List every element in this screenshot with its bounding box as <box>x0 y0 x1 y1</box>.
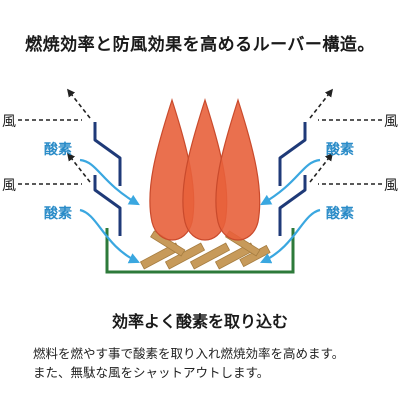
oxygen-label-right-bottom: 酸素 <box>326 205 354 222</box>
wind-arrows <box>18 88 382 185</box>
louver-diagram: 風 風 風 風 酸素 酸素 酸素 酸素 <box>2 88 398 274</box>
oxygen-arrows <box>79 158 321 264</box>
wind-label-left-bottom: 風 <box>2 178 16 194</box>
flame-right <box>215 98 261 241</box>
wind-label-right-bottom: 風 <box>384 178 398 194</box>
firebox <box>105 228 295 274</box>
wood-logs <box>139 230 271 270</box>
page-title: 燃焼効率と防風効果を高めるルーバー構造。 <box>25 35 375 55</box>
wind-label-left-top: 風 <box>2 114 16 130</box>
louver-right <box>278 122 307 236</box>
wind-label-right-top: 風 <box>384 114 398 130</box>
description: 燃料を燃やす事で酸素を取り入れ燃焼効率を高めます。 また、無駄な風をシャットアウ… <box>33 344 393 382</box>
section-subtitle: 効率よく酸素を取り込む <box>111 312 288 331</box>
description-line-2: また、無駄な風をシャットアウトします。 <box>33 365 270 380</box>
description-line-1: 燃料を燃やす事で酸素を取り入れ燃焼効率を高めます。 <box>33 346 345 361</box>
flames <box>149 98 261 241</box>
oxygen-label-left-top: 酸素 <box>44 141 72 158</box>
louver-left <box>93 122 122 236</box>
oxygen-label-right-top: 酸素 <box>326 141 354 158</box>
oxygen-label-left-bottom: 酸素 <box>44 205 72 222</box>
